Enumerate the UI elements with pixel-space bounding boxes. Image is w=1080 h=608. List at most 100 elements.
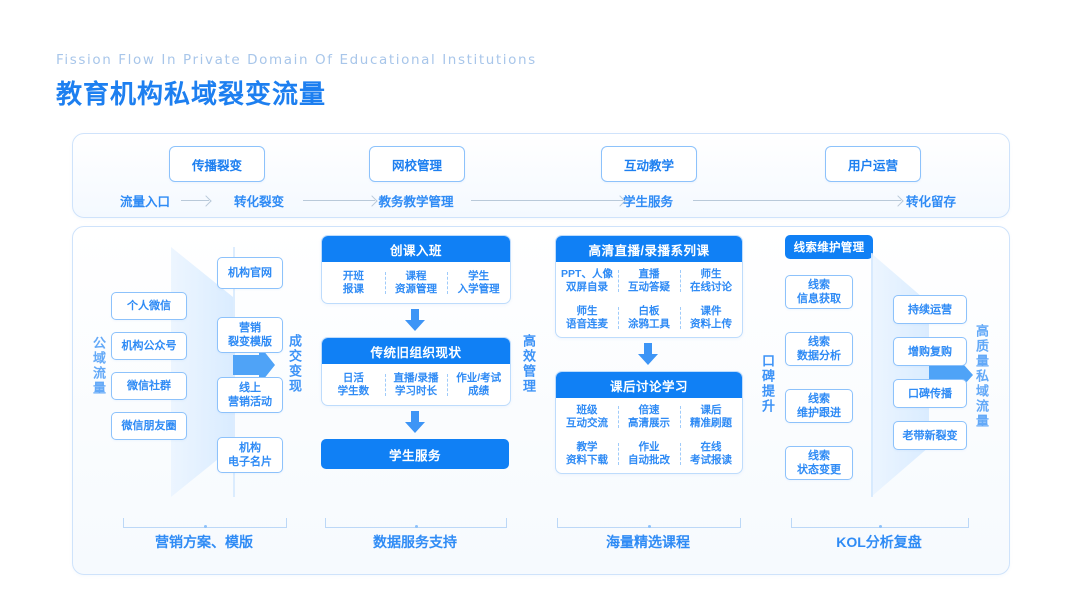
top-chip-1[interactable]: 网校管理 [369, 146, 465, 182]
col4-source-2[interactable]: 线索 维护跟进 [785, 389, 853, 423]
col3-card-1-cell-01[interactable]: 倍速 高清展示 [618, 404, 680, 430]
col4-target-0[interactable]: 持续运营 [893, 295, 967, 324]
col3-card-1-cell-00-line1: 班级 [576, 403, 598, 416]
vlabel-deal-monetize: 成交变现 [287, 334, 302, 394]
col2-card-0-cell-2[interactable]: 学生 入学管理 [447, 270, 510, 296]
col1-target-0-line1: 机构官网 [228, 267, 272, 279]
funnel-arrow-col4 [871, 253, 973, 497]
col4-target-3-line1: 老带新裂变 [902, 429, 958, 442]
col3-card-0-cell-01[interactable]: 直播 互动答疑 [618, 268, 680, 294]
col2-card-0-cell-0-line2: 报课 [342, 282, 364, 295]
col3-card-1-title: 课后讨论学习 [556, 372, 742, 398]
stage-arrow-1 [303, 200, 375, 201]
col4-pill-header[interactable]: 线索维护管理 [785, 235, 873, 259]
col3-card-1-cell-01-line1: 倍速 [638, 403, 660, 416]
col3-card-0-cell-10-line2: 语音连麦 [566, 318, 608, 331]
col3-down-arrow-0 [638, 343, 658, 365]
col3-card-1-cell-10[interactable]: 教学 资料下载 [556, 441, 618, 467]
top-chip-0[interactable]: 传播裂变 [169, 146, 265, 182]
col1-target-0[interactable]: 机构官网 [217, 257, 283, 289]
col1-caption: 营销方案、模版 [155, 534, 253, 550]
col3-card-1-cell-01-line2: 高清展示 [628, 416, 670, 429]
col3-card-0[interactable]: 高清直播/录播系列课 PPT、人像 双屏自录 直播 互动答疑 师生 在线讨论 [555, 235, 743, 338]
col4-target-2-line1: 口碑传播 [908, 387, 952, 400]
col1-target-3[interactable]: 机构 电子名片 [217, 437, 283, 473]
col3-card-1-row-1: 教学 资料下载 作业 自动批改 在线 考试报读 [556, 436, 742, 474]
col1-source-2[interactable]: 微信社群 [111, 372, 187, 400]
col3-card-1-cell-12-line2: 考试报读 [690, 454, 732, 467]
col4-source-2-line2: 维护跟进 [797, 407, 841, 419]
col2-student-service-bar[interactable]: 学生服务 [321, 439, 509, 469]
col3-card-0-cell-00-line1: PPT、人像 [561, 267, 613, 280]
col4-target-1[interactable]: 增购复购 [893, 337, 967, 366]
col2-card-0-cell-2-line1: 学生 [468, 269, 490, 282]
col1-source-0[interactable]: 个人微信 [111, 292, 187, 320]
col3-card-1-cell-11-line1: 作业 [638, 441, 660, 454]
col4-bracket [791, 518, 969, 528]
col4-target-3[interactable]: 老带新裂变 [893, 421, 967, 450]
col2-down-arrow-1 [405, 411, 425, 433]
col2-card-1-row-0: 日活 学生数 直播/录播 学习时长 作业/考试 成绩 [322, 364, 510, 405]
col3-card-0-cell-00-line2: 双屏自录 [566, 280, 608, 293]
col2-card-1-cell-0[interactable]: 日活 学生数 [322, 372, 385, 398]
col3-card-1-cell-02-line2: 精准刷题 [690, 416, 732, 429]
col3-card-0-cell-12[interactable]: 课件 资料上传 [680, 305, 742, 331]
top-chip-3-label: 用户运营 [847, 158, 898, 173]
col3-caption: 海量精选课程 [606, 534, 690, 550]
col3-card-0-cell-11-line1: 白板 [638, 305, 660, 318]
col1-source-0-line1: 个人微信 [127, 300, 171, 312]
col2-card-1[interactable]: 传统旧组织现状 日活 学生数 直播/录播 学习时长 作业/考试 成绩 [321, 337, 511, 406]
col4-target-0-line1: 持续运营 [908, 303, 952, 316]
col2-card-1-cell-2-line1: 作业/考试 [456, 371, 502, 384]
col4-source-1[interactable]: 线索 数据分析 [785, 332, 853, 366]
top-chip-2[interactable]: 互动教学 [601, 146, 697, 182]
col3-card-1-row-0: 班级 互动交流 倍速 高清展示 课后 精准刷题 [556, 398, 742, 436]
col1-target-2-line2: 营销活动 [228, 396, 272, 408]
col1-target-2[interactable]: 线上 营销活动 [217, 377, 283, 413]
stage-label-0: 流量入口 [119, 195, 171, 209]
col3-card-0-cell-10[interactable]: 师生 语音连麦 [556, 305, 618, 331]
col3-card-1-cell-02[interactable]: 课后 精准刷题 [680, 404, 742, 430]
col2-card-0-cell-0[interactable]: 开班 报课 [322, 270, 385, 296]
col3-card-1-cell-00[interactable]: 班级 互动交流 [556, 404, 618, 430]
col4-caption: KOL分析复盘 [836, 534, 922, 550]
col3-card-1-cell-11[interactable]: 作业 自动批改 [618, 441, 680, 467]
col1-target-1[interactable]: 营销 裂变模版 [217, 317, 283, 353]
col2-card-1-cell-1-line1: 直播/录播 [393, 371, 439, 384]
col3-card-0-cell-02[interactable]: 师生 在线讨论 [680, 268, 742, 294]
col4-source-1-line1: 线索 [808, 336, 830, 348]
col4-source-0[interactable]: 线索 信息获取 [785, 275, 853, 309]
col3-card-1-cell-02-line1: 课后 [700, 403, 722, 416]
col3-card-1-cell-12[interactable]: 在线 考试报读 [680, 441, 742, 467]
col3-card-0-title: 高清直播/录播系列课 [556, 236, 742, 262]
col3-card-0-cell-02-line1: 师生 [700, 267, 722, 280]
col3-card-1[interactable]: 课后讨论学习 班级 互动交流 倍速 高清展示 课后 精准刷题 [555, 371, 743, 474]
col3-card-0-cell-00[interactable]: PPT、人像 双屏自录 [556, 268, 618, 294]
col4-target-2[interactable]: 口碑传播 [893, 379, 967, 408]
col3-bracket [557, 518, 741, 528]
col3-card-0-cell-11[interactable]: 白板 涂鸦工具 [618, 305, 680, 331]
col4-target-1-line1: 增购复购 [908, 345, 952, 358]
col1-source-3[interactable]: 微信朋友圈 [111, 412, 187, 440]
col2-card-0-cell-1[interactable]: 课程 资源管理 [385, 270, 448, 296]
top-chip-3[interactable]: 用户运营 [825, 146, 921, 182]
col1-source-1[interactable]: 机构公众号 [111, 332, 187, 360]
col4-source-3-line1: 线索 [808, 450, 830, 462]
col1-bracket [123, 518, 287, 528]
col4-source-0-line2: 信息获取 [797, 293, 841, 305]
col4-source-3[interactable]: 线索 状态变更 [785, 446, 853, 480]
col2-card-0[interactable]: 创课入班 开班 报课 课程 资源管理 学生 入学管理 [321, 235, 511, 304]
stage-label-3: 学生服务 [622, 195, 674, 209]
col2-card-1-cell-2[interactable]: 作业/考试 成绩 [447, 372, 510, 398]
col3-card-0-cell-02-line2: 在线讨论 [690, 280, 732, 293]
col2-down-arrow-0 [405, 309, 425, 331]
col1-target-1-line2: 裂变模版 [228, 336, 272, 348]
main-diagram-panel: 公域流量 成交变现 高效管理 口碑提升 高质量私域流量 个人微信 机构公众号 微… [72, 226, 1010, 575]
col2-card-1-cell-1[interactable]: 直播/录播 学习时长 [385, 372, 448, 398]
vlabel-high-quality-private: 高质量私域流量 [974, 323, 989, 429]
col2-card-0-cell-2-line2: 入学管理 [457, 282, 500, 295]
col2-card-1-body: 日活 学生数 直播/录播 学习时长 作业/考试 成绩 [322, 364, 510, 405]
col2-card-1-title: 传统旧组织现状 [322, 338, 510, 364]
col2-student-service-label: 学生服务 [388, 448, 441, 463]
col3-card-1-cell-12-line1: 在线 [700, 441, 722, 454]
